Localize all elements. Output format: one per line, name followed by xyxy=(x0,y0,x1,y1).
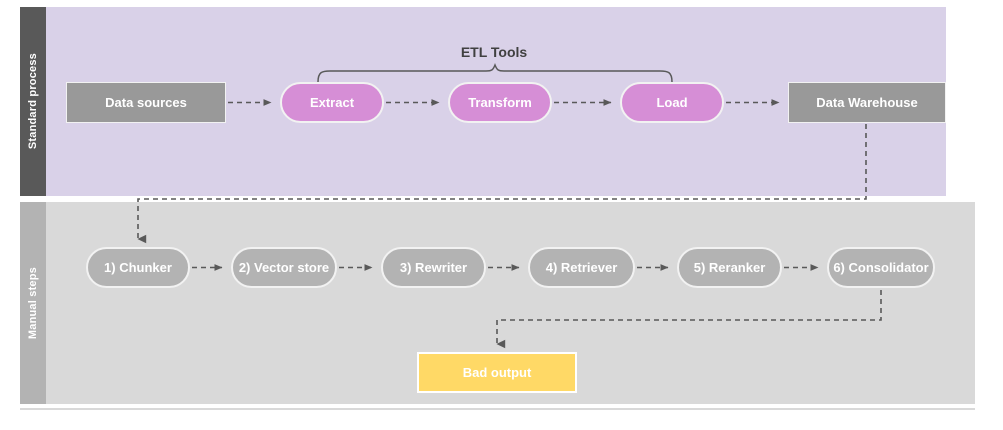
node-bad-output-label: Bad output xyxy=(462,365,532,380)
node-chunker[interactable]: 1) Chunker xyxy=(86,247,190,288)
node-bad-output[interactable]: Bad output xyxy=(417,352,577,393)
etl-tools-brace xyxy=(317,62,673,83)
node-vector-store-label: 2) Vector store xyxy=(238,260,330,275)
lane-label-standard-process: Standard process xyxy=(20,7,46,196)
node-data-warehouse-label: Data Warehouse xyxy=(816,95,918,110)
node-data-sources[interactable]: Data sources xyxy=(66,82,226,123)
node-rewriter-label: 3) Rewriter xyxy=(399,260,468,275)
node-extract[interactable]: Extract xyxy=(280,82,384,123)
etl-tools-label: ETL Tools xyxy=(460,44,528,60)
node-chunker-label: 1) Chunker xyxy=(104,260,172,275)
node-rewriter[interactable]: 3) Rewriter xyxy=(381,247,486,288)
lane-label-manual-steps: Manual steps xyxy=(20,202,46,404)
node-load[interactable]: Load xyxy=(620,82,724,123)
node-retriever-label: 4) Retriever xyxy=(545,260,618,275)
node-transform-label: Transform xyxy=(468,95,532,110)
node-consolidator-label: 6) Consolidator xyxy=(833,260,929,275)
edge-warehouse-chunker xyxy=(137,124,867,244)
bottom-divider xyxy=(20,408,975,410)
node-vector-store[interactable]: 2) Vector store xyxy=(231,247,337,288)
node-reranker-label: 5) Reranker xyxy=(693,260,766,275)
node-load-label: Load xyxy=(656,95,688,110)
node-data-sources-label: Data sources xyxy=(105,95,187,110)
node-retriever[interactable]: 4) Retriever xyxy=(528,247,635,288)
node-consolidator[interactable]: 6) Consolidator xyxy=(827,247,935,288)
node-transform[interactable]: Transform xyxy=(448,82,552,123)
node-data-warehouse[interactable]: Data Warehouse xyxy=(788,82,946,123)
node-extract-label: Extract xyxy=(309,95,355,110)
edge-consolidator-badoutput xyxy=(496,290,882,349)
node-reranker[interactable]: 5) Reranker xyxy=(677,247,782,288)
